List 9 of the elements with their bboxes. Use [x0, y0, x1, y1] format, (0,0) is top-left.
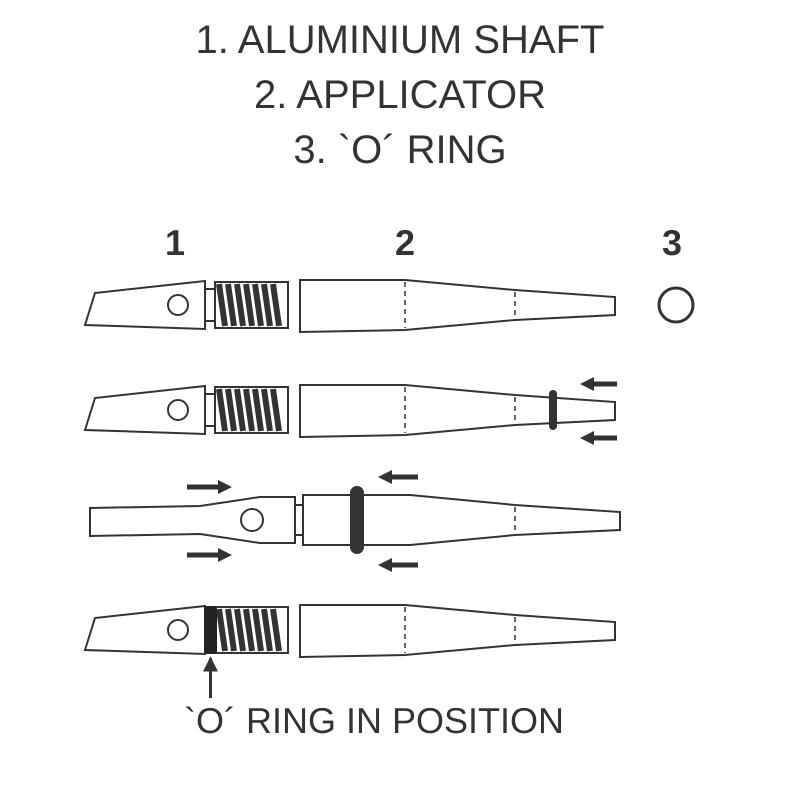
- part-number: 1: [164, 222, 186, 264]
- part-number: 3: [662, 222, 682, 264]
- o-ring: [204, 606, 217, 654]
- part-name: 3. `O´ RING: [293, 128, 507, 173]
- part-name: 1. ALUMINIUM SHAFT: [196, 18, 604, 63]
- part-number: 2: [394, 222, 416, 264]
- leader-line: [203, 656, 218, 698]
- part-name: 2. APPLICATOR: [254, 73, 546, 118]
- callout-text: `O´ RING IN POSITION: [184, 700, 564, 742]
